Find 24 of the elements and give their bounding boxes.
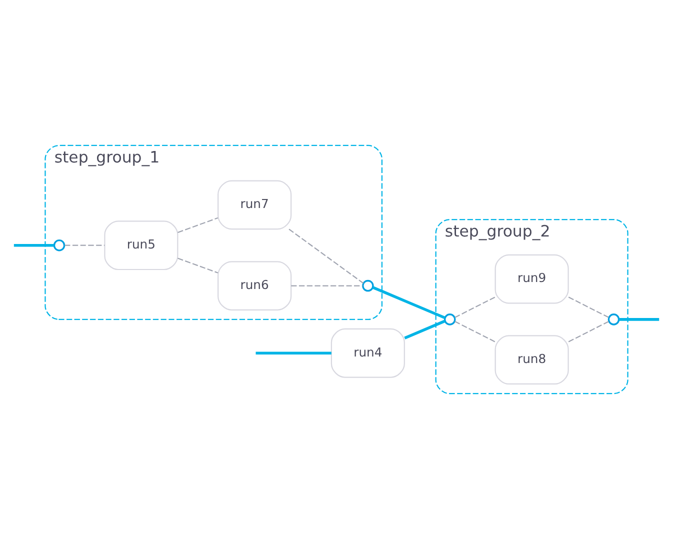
node-box: run5 <box>104 220 178 270</box>
connector <box>404 319 446 339</box>
node-box: run7 <box>218 180 292 230</box>
connector <box>256 351 332 354</box>
node-box: run4 <box>330 328 405 378</box>
node-box: run6 <box>218 260 292 310</box>
connector <box>568 320 609 342</box>
node-circle <box>362 279 374 292</box>
connector <box>618 318 660 320</box>
node-box: run8 <box>494 334 569 384</box>
connector <box>454 320 496 342</box>
node-circle <box>608 313 620 325</box>
node-circle <box>53 238 66 251</box>
connector <box>372 286 446 319</box>
connector <box>178 257 218 273</box>
connector <box>178 216 218 232</box>
connector <box>64 244 105 246</box>
node-circle <box>444 313 456 325</box>
connector <box>14 243 54 246</box>
node-box: run9 <box>494 254 569 304</box>
connector <box>454 296 496 318</box>
connector <box>288 228 364 284</box>
connector <box>568 296 609 318</box>
connector <box>291 284 363 286</box>
